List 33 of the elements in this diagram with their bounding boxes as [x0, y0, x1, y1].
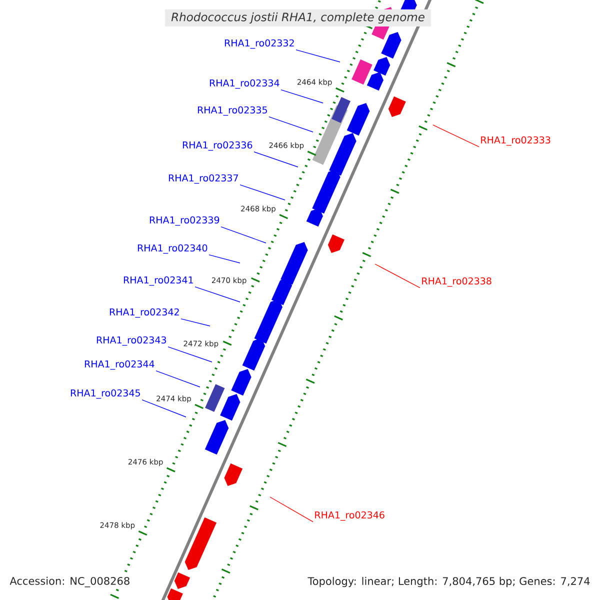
gene-label: RHA1_ro02342 — [110, 308, 179, 318]
gene-label: RHA1_ro02334 — [210, 79, 280, 89]
gene-label: RHA1_ro02344 — [84, 360, 154, 370]
leader-line — [280, 90, 324, 104]
leader-line — [374, 264, 420, 288]
gene-label: RHA1_ro02340 — [138, 244, 208, 254]
leader-line — [208, 254, 240, 264]
leader-line — [270, 496, 314, 522]
leader-line — [194, 286, 240, 302]
leader-line — [220, 226, 266, 244]
gene-label: RHA1_ro02332 — [224, 39, 294, 49]
gene-label: RHA1_ro02343 — [96, 336, 166, 346]
gene-label: RHA1_ro02337 — [168, 174, 238, 184]
leader-line — [432, 124, 480, 148]
leader-line — [156, 370, 200, 388]
accession-text: Accession: NC_008268 — [8, 575, 132, 589]
genome-info-text: Topology: linear; Length: 7,804,765 bp; Genes: 7,274 — [306, 575, 592, 589]
gene-label: RHA1_ro02338 — [422, 277, 492, 287]
leader-line — [142, 400, 186, 418]
title: Rhodococcus jostii RHA1, complete genome — [165, 9, 431, 27]
gene-label: RHA1_ro02346 — [315, 511, 384, 521]
gene-label: RHA1_ro02333 — [481, 136, 550, 146]
leader-line — [296, 50, 340, 62]
gene-label: RHA1_ro02335 — [198, 106, 267, 116]
gene-label: RHA1_ro02345 — [70, 389, 140, 399]
leader-line — [254, 152, 298, 168]
gene-label: RHA1_ro02336 — [182, 141, 252, 151]
leader-line — [240, 184, 286, 200]
gene-label: RHA1_ro02341 — [124, 276, 193, 286]
gene-label: RHA1_ro02339 — [150, 216, 220, 226]
leader-line — [268, 116, 314, 132]
leader-line — [168, 346, 212, 362]
leader-line — [180, 318, 210, 326]
